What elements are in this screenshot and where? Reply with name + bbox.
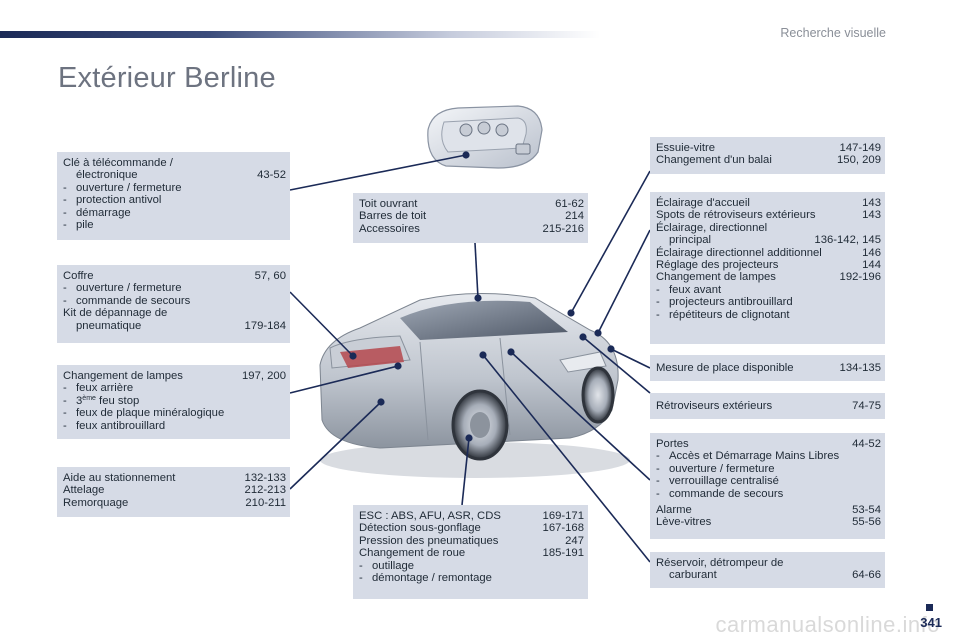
car-illustration xyxy=(319,292,630,478)
label-cle: Clé à télécommande / xyxy=(63,157,173,169)
header-bar xyxy=(0,31,600,38)
label-kit: Kit de dépannage de xyxy=(63,307,168,320)
page-title: Extérieur Berline xyxy=(58,62,276,94)
label-lampes: Changement de lampes xyxy=(63,370,183,382)
label-coffre: Coffre xyxy=(63,270,94,282)
pages-cle: 43-52 xyxy=(257,169,286,182)
key-fob-illustration xyxy=(427,105,543,169)
section-label: Recherche visuelle xyxy=(780,26,886,40)
watermark: carmanualsonline.info xyxy=(715,612,940,637)
page-marker xyxy=(926,604,933,611)
page-number: 341 xyxy=(920,615,942,630)
